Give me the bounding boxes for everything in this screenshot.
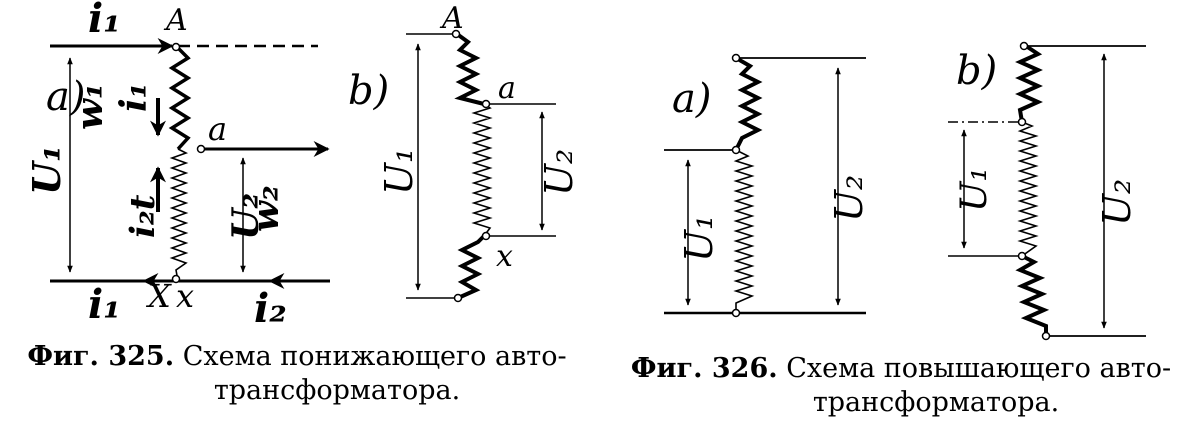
caption-fig325: Фиг. 325. Схема понижающего авто- трансф…	[2, 340, 592, 408]
panel-label: a)	[46, 74, 85, 120]
caption-fig325-line2: трансформатора.	[213, 375, 461, 406]
caption-fig326-line1: Фиг. 326. Схема повышающего авто-	[604, 352, 1198, 386]
winding-common	[471, 103, 493, 237]
winding-label-w1: w₁	[69, 83, 111, 130]
caption-fig326: Фиг. 326. Схема повышающего авто- трансф…	[604, 352, 1198, 420]
node-label-x: x	[176, 277, 194, 315]
fig325-diagram-a	[50, 38, 330, 289]
fig326-diagram-a	[664, 56, 866, 315]
winding-lower	[457, 234, 486, 300]
current-label-bottom-right: i₂	[254, 285, 287, 332]
node-label-a: a	[208, 110, 227, 148]
fig325-diagram-b	[406, 32, 556, 300]
winding-w2	[169, 148, 189, 282]
voltage-label-u2: U₂	[827, 175, 871, 222]
fig326-diagram-b	[948, 44, 1146, 337]
winding-common	[733, 149, 755, 313]
voltage-label-u1: U₁	[377, 148, 421, 195]
caption-fig325-number: Фиг. 325.	[27, 341, 175, 372]
winding-label-w2: w₂	[245, 185, 287, 232]
voltage-label-u1: U₁	[954, 167, 995, 212]
voltage-label-u2: U₂	[225, 193, 267, 240]
node-label-X: X	[145, 277, 172, 315]
panel-label: a)	[672, 76, 711, 122]
voltage-label-u1: U₁	[24, 145, 69, 195]
fig326-b-terminals	[1017, 41, 1051, 341]
current-label-common: i₂t	[123, 194, 163, 238]
node-label-A: A	[163, 3, 188, 38]
caption-fig326-text1: Схема повышающего авто-	[786, 353, 1172, 384]
voltage-label-u1: U₁	[677, 215, 721, 262]
caption-fig326-number: Фиг. 326.	[630, 353, 778, 384]
fig325-a-terminals	[171, 42, 206, 284]
winding-lower	[1015, 254, 1050, 336]
winding-w1	[168, 46, 192, 151]
caption-fig325-text1: Схема понижающего авто-	[182, 341, 567, 372]
voltage-label-u2: U₂	[537, 149, 581, 196]
current-label-coil: i₁	[113, 83, 155, 112]
voltage-label-u2: U₂	[1095, 179, 1139, 226]
panel-label: b)	[956, 48, 997, 94]
node-label-x: x	[496, 239, 513, 274]
winding-middle	[1017, 121, 1039, 257]
current-label-top: i₁	[88, 0, 121, 42]
node-label-a: a	[498, 71, 516, 106]
caption-fig325-line1: Фиг. 325. Схема понижающего авто-	[2, 340, 592, 374]
current-label-bottom-left: i₁	[88, 281, 121, 328]
winding-upper	[454, 32, 485, 106]
fig325-b-terminals	[451, 29, 491, 303]
winding-upper	[1015, 44, 1043, 123]
panel-label: b)	[348, 68, 389, 114]
caption-fig326-line2: трансформатора.	[812, 387, 1060, 418]
winding-series	[734, 56, 763, 151]
node-label-A: A	[439, 1, 464, 36]
fig326-a-terminals	[731, 53, 741, 318]
